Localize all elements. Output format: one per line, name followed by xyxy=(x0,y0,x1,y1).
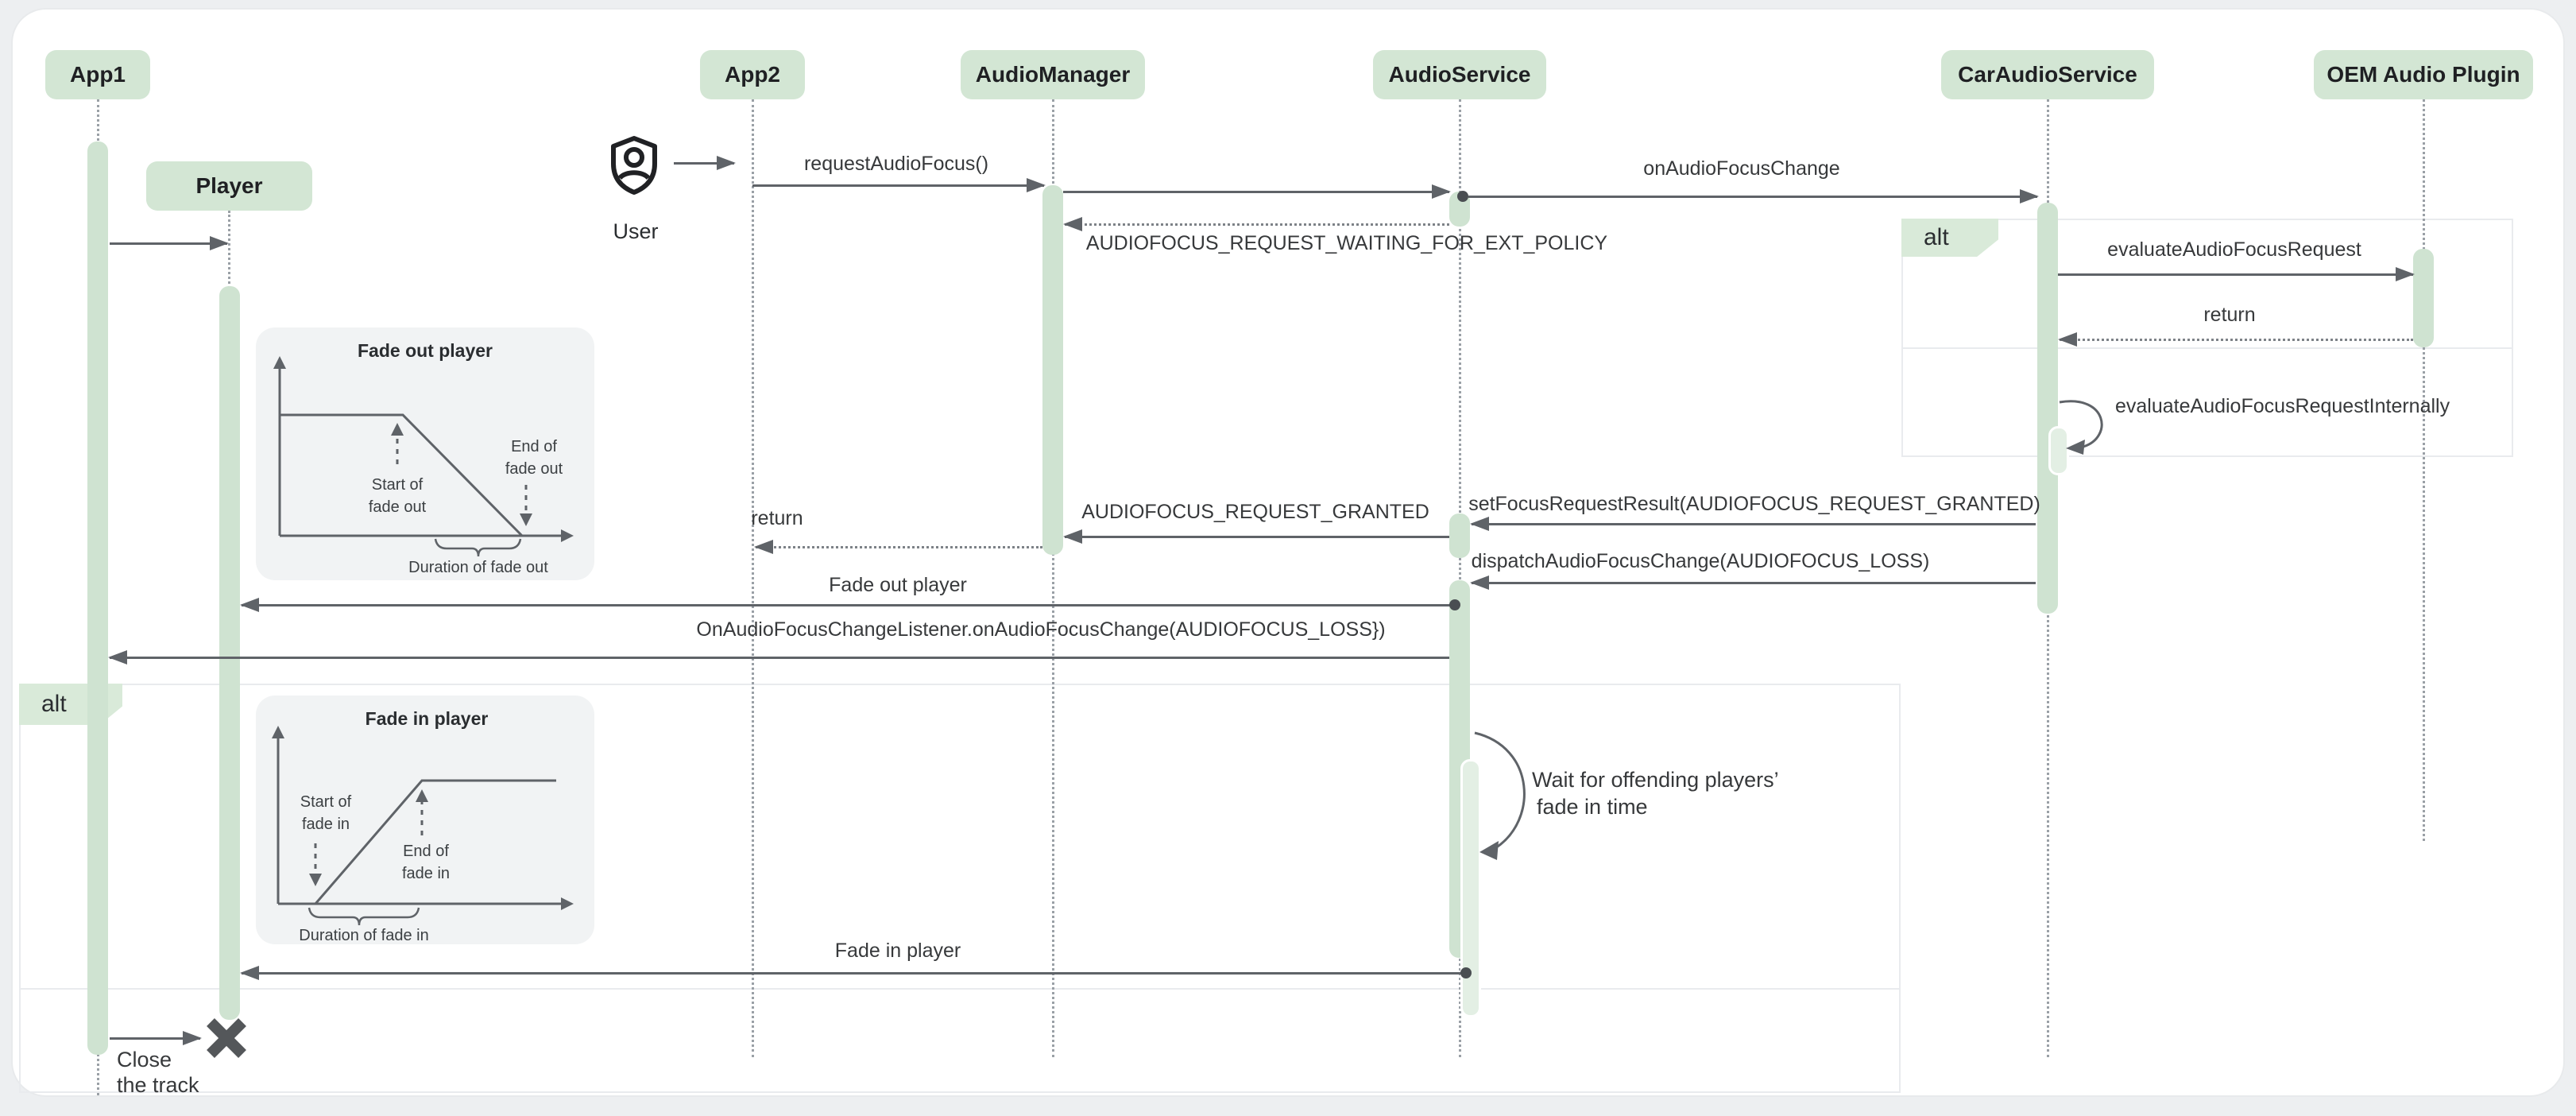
fade-in-title: Fade in player xyxy=(365,708,489,729)
participant-audiomanager-label: AudioManager xyxy=(975,62,1131,87)
participant-app1: App1 xyxy=(45,50,150,99)
participant-player: Player xyxy=(146,161,312,211)
participant-audioservice: AudioService xyxy=(1373,50,1546,99)
participant-app1-label: App1 xyxy=(70,62,126,87)
activation-audioservice-2 xyxy=(1449,513,1470,558)
fade-in-end-label: End of fade in xyxy=(402,840,450,885)
participant-caraudioservice: CarAudioService xyxy=(1941,50,2154,99)
arrow-user-to-app2 xyxy=(674,156,736,170)
inset-fade-out-player: Fade out player Start of fade out End of… xyxy=(256,327,594,580)
arrow-return-oem xyxy=(2058,332,2413,347)
label-fade-out-player: Fade out player xyxy=(829,574,967,596)
activation-caraudioservice xyxy=(2037,203,2058,614)
participant-caraudioservice-label: CarAudioService xyxy=(1958,62,2137,87)
fade-out-duration-label: Duration of fade out xyxy=(408,559,548,576)
track-close-x-icon xyxy=(207,1018,246,1058)
alt-fragment-right xyxy=(1901,219,2513,457)
activation-oem xyxy=(2413,249,2434,347)
arrow-waiting-for-ext-policy xyxy=(1063,217,1449,231)
fade-out-title: Fade out player xyxy=(358,340,493,361)
arrow-dispatch-audio-focus-change xyxy=(1470,575,2036,590)
label-waiting-for-ext-policy: AUDIOFOCUS_REQUEST_WAITING_FOR_EXT_POLIC… xyxy=(1085,232,1608,254)
lifeline-audioservice xyxy=(1459,99,1461,1057)
participant-oem-label: OEM Audio Plugin xyxy=(2327,62,2520,87)
arrow-audiofocus-request-granted xyxy=(1063,529,1449,544)
arrow-origin-dot-2 xyxy=(1449,599,1460,610)
arrow-onaudiofocuschange-listener xyxy=(108,650,1449,665)
label-evaluate-internally: evaluateAudioFocusRequestInternally xyxy=(2115,395,2450,417)
arrow-return-audiomanager xyxy=(754,540,1042,554)
label-close-line1: Close xyxy=(117,1048,172,1071)
label-request-audio-focus: requestAudioFocus() xyxy=(803,153,989,175)
fade-out-end-line1: End of xyxy=(511,438,557,455)
alt-fragment-right-label: alt xyxy=(1901,219,1998,257)
alt-fragment-left xyxy=(19,684,1901,1093)
fade-in-end-line2: fade in xyxy=(401,865,451,882)
fade-in-start-line1: Start of xyxy=(300,793,352,811)
alt-right-text: alt xyxy=(1924,224,1949,250)
arrow-origin-dot-3 xyxy=(1460,967,1472,978)
label-set-focus-request-result: setFocusRequestResult(AUDIOFOCUS_REQUEST… xyxy=(1468,493,2040,515)
arrow-close-the-track xyxy=(110,1031,202,1045)
fade-out-end-label: End of fade out xyxy=(505,436,563,480)
participant-app2-label: App2 xyxy=(725,62,780,87)
fade-out-start-line1: Start of xyxy=(371,476,424,494)
alt-fragment-right-divider xyxy=(1903,347,2512,349)
user-label: User xyxy=(613,219,659,243)
label-dispatch-audio-focus-change: dispatchAudioFocusChange(AUDIOFOCUS_LOSS… xyxy=(1471,550,1930,572)
arrow-origin-dot-1 xyxy=(1457,191,1468,202)
label-evaluate-audio-focus-request: evaluateAudioFocusRequest xyxy=(2107,238,2361,261)
fade-in-duration-label: Duration of fade in xyxy=(299,927,429,944)
participant-oem-audio-plugin: OEM Audio Plugin xyxy=(2314,50,2533,99)
lifeline-app2 xyxy=(752,99,754,1057)
user-icon xyxy=(611,136,657,195)
arrow-fade-out-player xyxy=(240,598,1455,612)
arrow-fade-in-player xyxy=(240,966,1466,980)
inset-fade-in-player: Fade in player Start of fade in End of f… xyxy=(256,696,594,944)
arrow-evaluate-audio-focus-request xyxy=(2058,267,2415,281)
arrow-request-audio-focus xyxy=(752,178,1046,192)
fade-out-end-line2: fade out xyxy=(505,460,563,478)
arrow-on-audio-focus-change xyxy=(1468,189,2039,203)
label-wait-line1: Wait for offending players’ xyxy=(1532,768,1779,792)
fade-in-start-label: Start of fade in xyxy=(300,791,351,835)
alt-left-text: alt xyxy=(41,691,67,717)
arrow-audiomanager-to-audioservice xyxy=(1063,184,1451,199)
label-wait-line2: fade in time xyxy=(1537,795,1648,819)
participant-audiomanager: AudioManager xyxy=(961,50,1145,99)
self-call-internal-arrow xyxy=(2059,400,2103,455)
alt-fragment-left-divider xyxy=(21,988,1899,990)
label-return-oem: return xyxy=(2203,304,2256,326)
self-call-wait-arrow xyxy=(1474,731,1526,860)
fade-in-end-line1: End of xyxy=(403,843,449,860)
label-fade-in-player: Fade in player xyxy=(834,940,961,962)
activation-caraudioservice-internal xyxy=(2048,426,2069,475)
participant-player-label: Player xyxy=(195,173,263,198)
activation-audiomanager xyxy=(1042,185,1063,555)
participant-app2: App2 xyxy=(700,50,805,99)
fade-out-start-label: Start of fade out xyxy=(369,474,426,518)
activation-app1 xyxy=(87,141,108,1055)
lifeline-audiomanager xyxy=(1052,99,1054,1057)
label-onaudiofocuschange-listener: OnAudioFocusChangeListener.onAudioFocusC… xyxy=(696,618,1386,641)
label-return-audiomanager: return xyxy=(751,507,803,529)
arrow-set-focus-request-result xyxy=(1470,517,2036,531)
arrow-app1-to-player xyxy=(110,236,229,250)
fade-in-start-line2: fade in xyxy=(301,816,350,833)
fade-in-chart xyxy=(272,726,574,926)
label-on-audio-focus-change: onAudioFocusChange xyxy=(1643,157,1840,180)
activation-player xyxy=(219,286,240,1020)
fade-out-start-line2: fade out xyxy=(368,498,427,516)
label-audiofocus-request-granted: AUDIOFOCUS_REQUEST_GRANTED xyxy=(1081,501,1429,523)
participant-audioservice-label: AudioService xyxy=(1388,62,1531,87)
fade-out-chart xyxy=(273,356,574,557)
lifeline-oem-audio-plugin xyxy=(2423,99,2425,841)
label-close-line2: the track xyxy=(117,1073,199,1097)
